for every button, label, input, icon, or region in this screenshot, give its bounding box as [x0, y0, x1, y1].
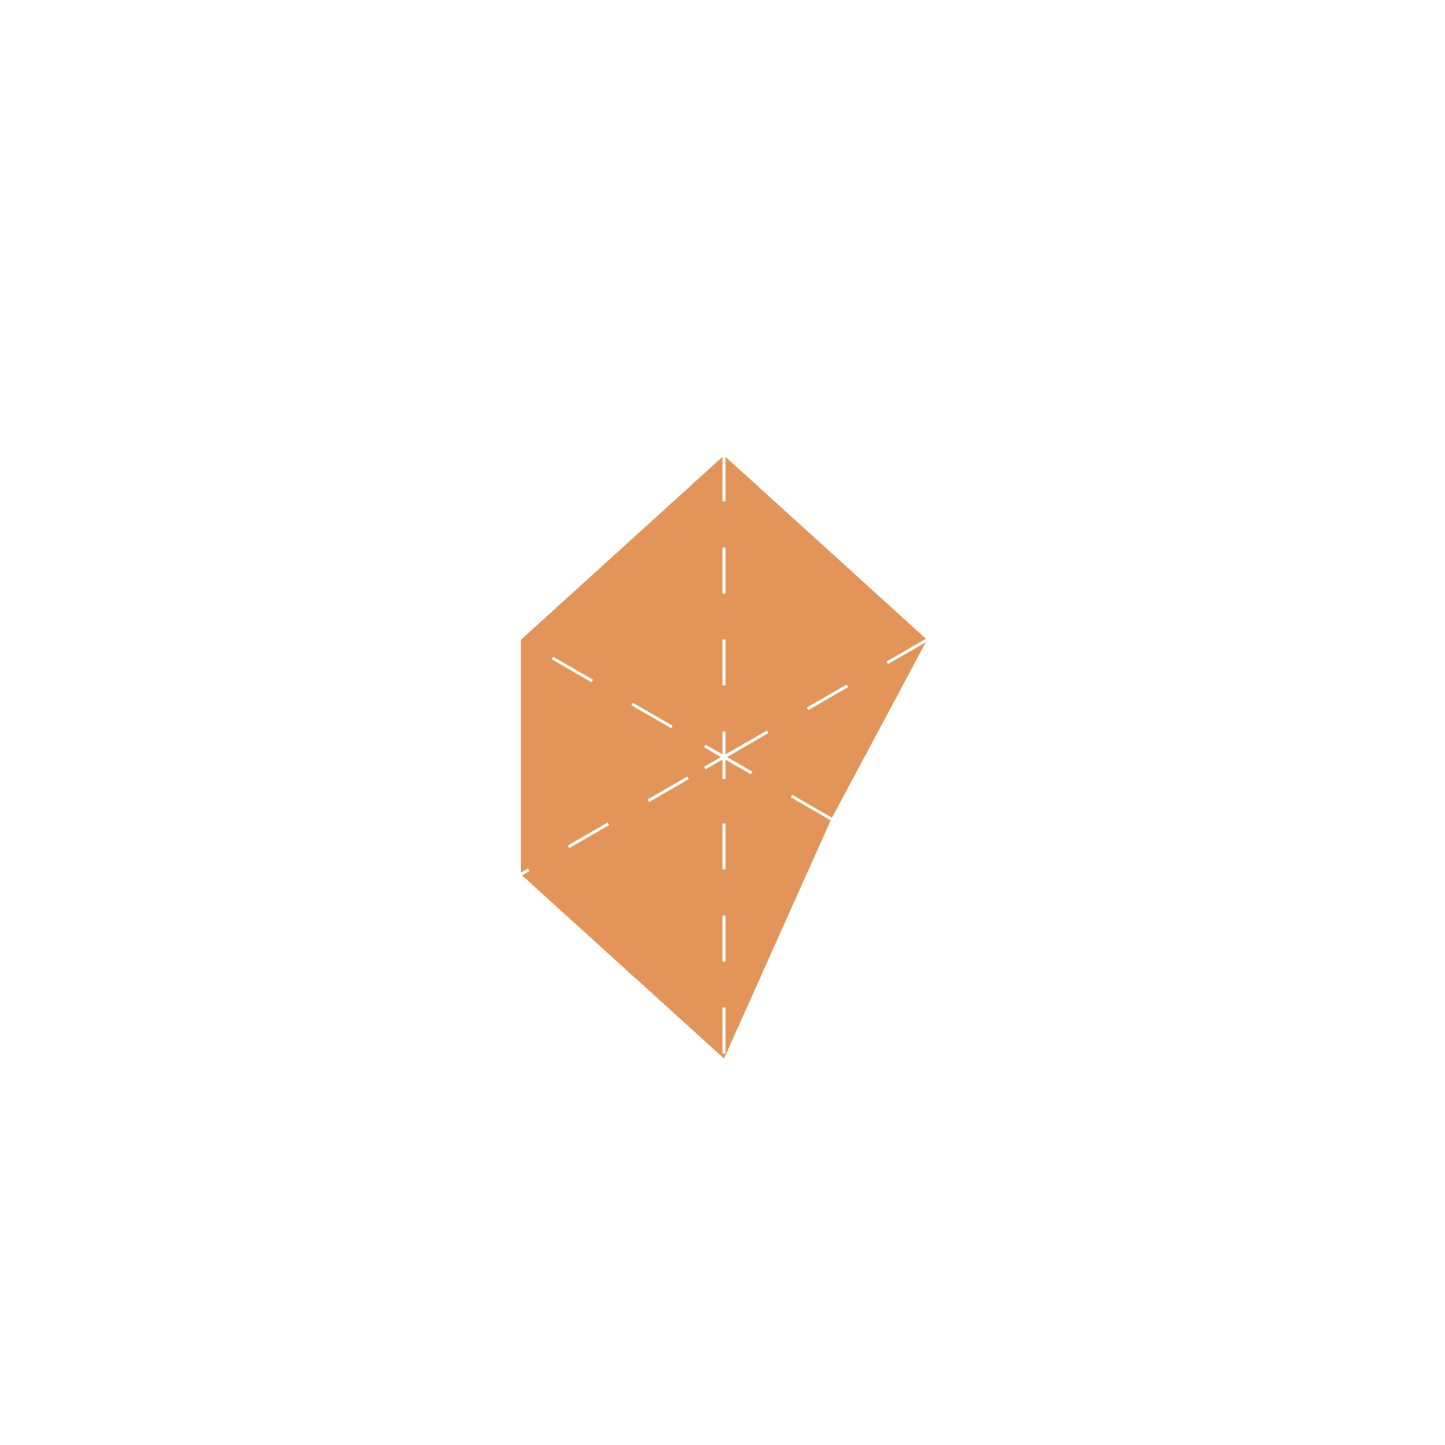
radar-spoke-2: [520, 638, 833, 821]
radar-spoke-1: [520, 638, 928, 876]
radar-center-marker: [704, 735, 744, 779]
radar-center-marker-arm-2: [704, 744, 744, 770]
